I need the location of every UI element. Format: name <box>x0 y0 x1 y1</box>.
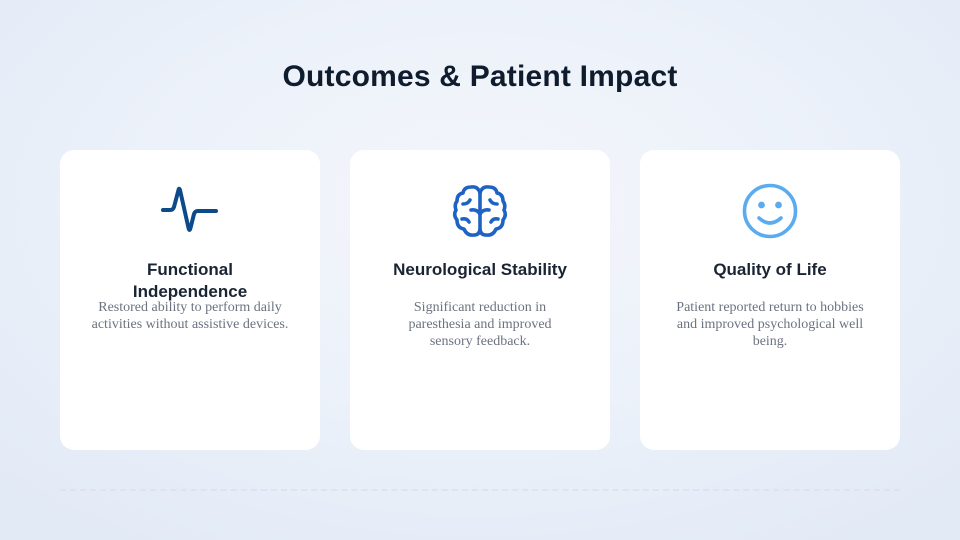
smile-icon <box>740 181 800 241</box>
card-neurological-stability: Neurological Stability Significant reduc… <box>350 150 610 450</box>
card-title: Quality of Life <box>713 260 827 279</box>
brain-icon <box>450 181 510 241</box>
page-title: Outcomes & Patient Impact <box>282 60 678 93</box>
card-title: Neurological Stability <box>393 260 567 279</box>
card-quality-of-life: Quality of Life Patient reported return … <box>640 150 900 450</box>
pulse-icon <box>160 181 220 241</box>
outcome-cards: Functional Independence Restored ability… <box>60 150 900 450</box>
card-functional-independence: Functional Independence Restored ability… <box>60 150 320 450</box>
card-description: Restored ability to perform daily activi… <box>91 300 289 332</box>
card-title: Functional Independence <box>132 260 248 301</box>
footer-divider <box>60 489 900 491</box>
card-description: Significant reduction in paresthesia and… <box>408 300 552 349</box>
card-description: Patient reported return to hobbies and i… <box>676 300 864 349</box>
